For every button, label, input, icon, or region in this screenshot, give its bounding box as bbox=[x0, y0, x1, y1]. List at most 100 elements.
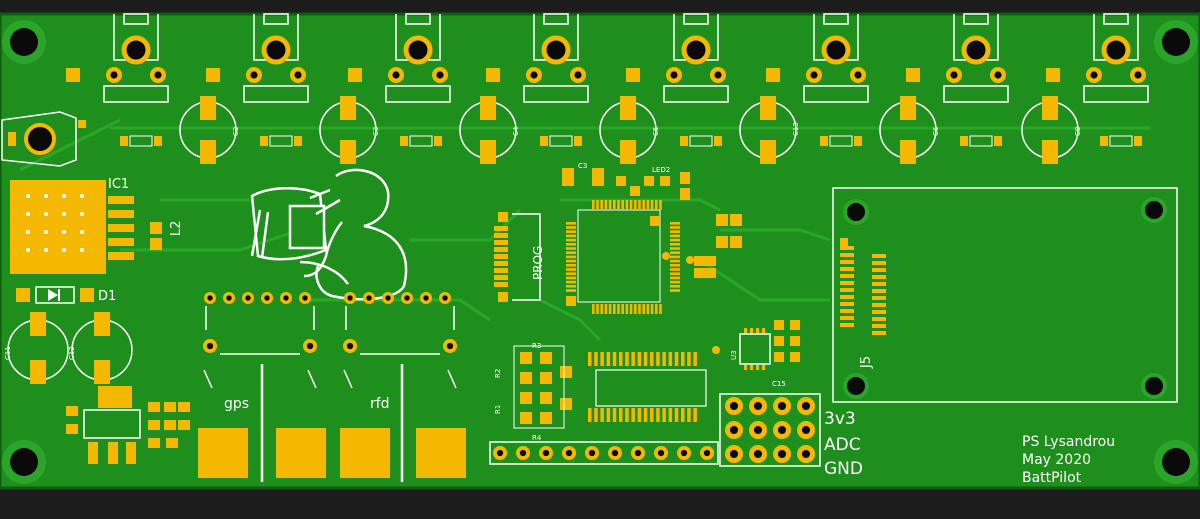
gps-label: gps bbox=[224, 396, 249, 412]
small-resistor-pad bbox=[540, 412, 552, 424]
trimmer-capacitor: C5 bbox=[599, 96, 660, 164]
mounting-hole-icon bbox=[2, 440, 46, 484]
thermal-via bbox=[26, 248, 30, 252]
mcu-pin bbox=[566, 285, 576, 288]
credit-author: PS Lysandrou bbox=[1022, 434, 1115, 450]
logic-pin bbox=[612, 408, 617, 422]
j5-pin bbox=[872, 331, 886, 335]
credit-date: May 2020 bbox=[1022, 452, 1091, 468]
smd-pad bbox=[840, 238, 848, 246]
trimmer-cap-label: C8 bbox=[1074, 127, 1082, 136]
logic-pin bbox=[631, 408, 635, 422]
c12-label: C12 bbox=[68, 346, 76, 360]
small-resistor-pad bbox=[540, 352, 552, 364]
mcu-pin bbox=[670, 289, 680, 292]
smd-pad bbox=[540, 136, 548, 146]
logic-pin bbox=[588, 352, 592, 366]
smd-pad bbox=[498, 292, 508, 302]
smd-pad bbox=[900, 96, 916, 120]
mcu-pin bbox=[655, 304, 658, 314]
j5-module: J5 bbox=[832, 187, 1178, 403]
radio-header bbox=[203, 292, 317, 389]
mcu-pin bbox=[566, 243, 576, 246]
ic1-regulator: IC1 L2 bbox=[10, 177, 184, 274]
logic-pin bbox=[606, 352, 611, 366]
diode-symbol-icon bbox=[48, 289, 60, 301]
mcu-pin bbox=[670, 243, 680, 246]
logic-pin bbox=[612, 352, 617, 366]
smd-pad bbox=[120, 136, 128, 146]
mcu-pin bbox=[629, 304, 633, 314]
smd-pad bbox=[1042, 96, 1058, 120]
mcu-pin bbox=[604, 200, 608, 210]
mcu-pin bbox=[670, 230, 680, 233]
imu-pin bbox=[744, 328, 747, 333]
imu-pin bbox=[750, 328, 753, 333]
small-resistor-pad bbox=[520, 392, 532, 404]
trimmer-cap-label: C5 bbox=[652, 127, 660, 136]
smd-pad bbox=[260, 136, 268, 146]
mcu-pin bbox=[592, 200, 595, 210]
thermal-via bbox=[44, 212, 48, 216]
smd-pad bbox=[206, 68, 220, 82]
j5-pin bbox=[872, 275, 886, 279]
trace bbox=[539, 298, 602, 342]
j5-pin bbox=[840, 288, 854, 292]
mcu-pin bbox=[621, 200, 624, 210]
mcu-pin bbox=[642, 304, 645, 314]
mcu-pin bbox=[634, 304, 637, 314]
credit-project: BattPilot bbox=[1022, 470, 1082, 486]
mcu-pin bbox=[670, 272, 680, 275]
j5-pin bbox=[840, 281, 854, 285]
j5-pin bbox=[872, 324, 886, 328]
potentiometer bbox=[1046, 13, 1149, 103]
potentiometer bbox=[66, 13, 169, 103]
mcu-pin bbox=[566, 276, 576, 280]
smd-pad bbox=[66, 68, 80, 82]
small-resistor-pad bbox=[560, 366, 572, 378]
trimmer-capacitor: C6 bbox=[879, 96, 940, 164]
thermal-via bbox=[80, 248, 84, 252]
prog-pin bbox=[494, 226, 508, 231]
mcu-pin bbox=[650, 304, 654, 314]
mcu-pin bbox=[625, 200, 629, 210]
logic-pin bbox=[637, 408, 642, 422]
j5-pin bbox=[840, 246, 854, 250]
prog-header: PROG bbox=[494, 212, 545, 302]
prog-pin bbox=[494, 282, 508, 287]
mounting-hole-icon bbox=[1154, 20, 1198, 64]
r1-label: R1 bbox=[494, 405, 502, 414]
trimmer-capacitor: C3 bbox=[319, 96, 380, 164]
logic-pin bbox=[674, 352, 679, 366]
mcu-pin bbox=[566, 226, 576, 229]
logic-pin bbox=[693, 408, 697, 422]
ic1-label: IC1 bbox=[108, 177, 129, 192]
logic-pin bbox=[662, 352, 666, 366]
logic-pin bbox=[687, 352, 691, 366]
thermal-via bbox=[44, 194, 48, 198]
logic-pin bbox=[662, 408, 666, 422]
trimmer-capacitor: C13 bbox=[739, 96, 800, 164]
ic1-pin bbox=[108, 238, 134, 246]
j5-pin bbox=[872, 303, 886, 307]
mcu-pin bbox=[566, 264, 576, 267]
adc-label: ADC bbox=[824, 435, 861, 455]
j5-pin bbox=[872, 268, 886, 272]
logic-pin bbox=[668, 408, 673, 422]
pin-header-row bbox=[489, 441, 719, 465]
mcu-pin bbox=[625, 304, 629, 314]
mcu-pin bbox=[608, 304, 612, 314]
prog-pin bbox=[494, 268, 508, 273]
logic-pin bbox=[625, 352, 629, 366]
j5-pin bbox=[872, 317, 886, 321]
smd-pad bbox=[348, 68, 362, 82]
trimmer-capacitor: C2 bbox=[179, 96, 240, 164]
ic1-pin bbox=[108, 224, 134, 232]
smd-pad bbox=[680, 136, 688, 146]
thermal-via bbox=[44, 248, 48, 252]
small-resistor-pad bbox=[520, 352, 532, 364]
prog-pin bbox=[494, 254, 508, 259]
thermal-via bbox=[62, 248, 66, 252]
mcu-pin bbox=[659, 304, 662, 314]
potentiometer-row bbox=[66, 13, 1149, 103]
